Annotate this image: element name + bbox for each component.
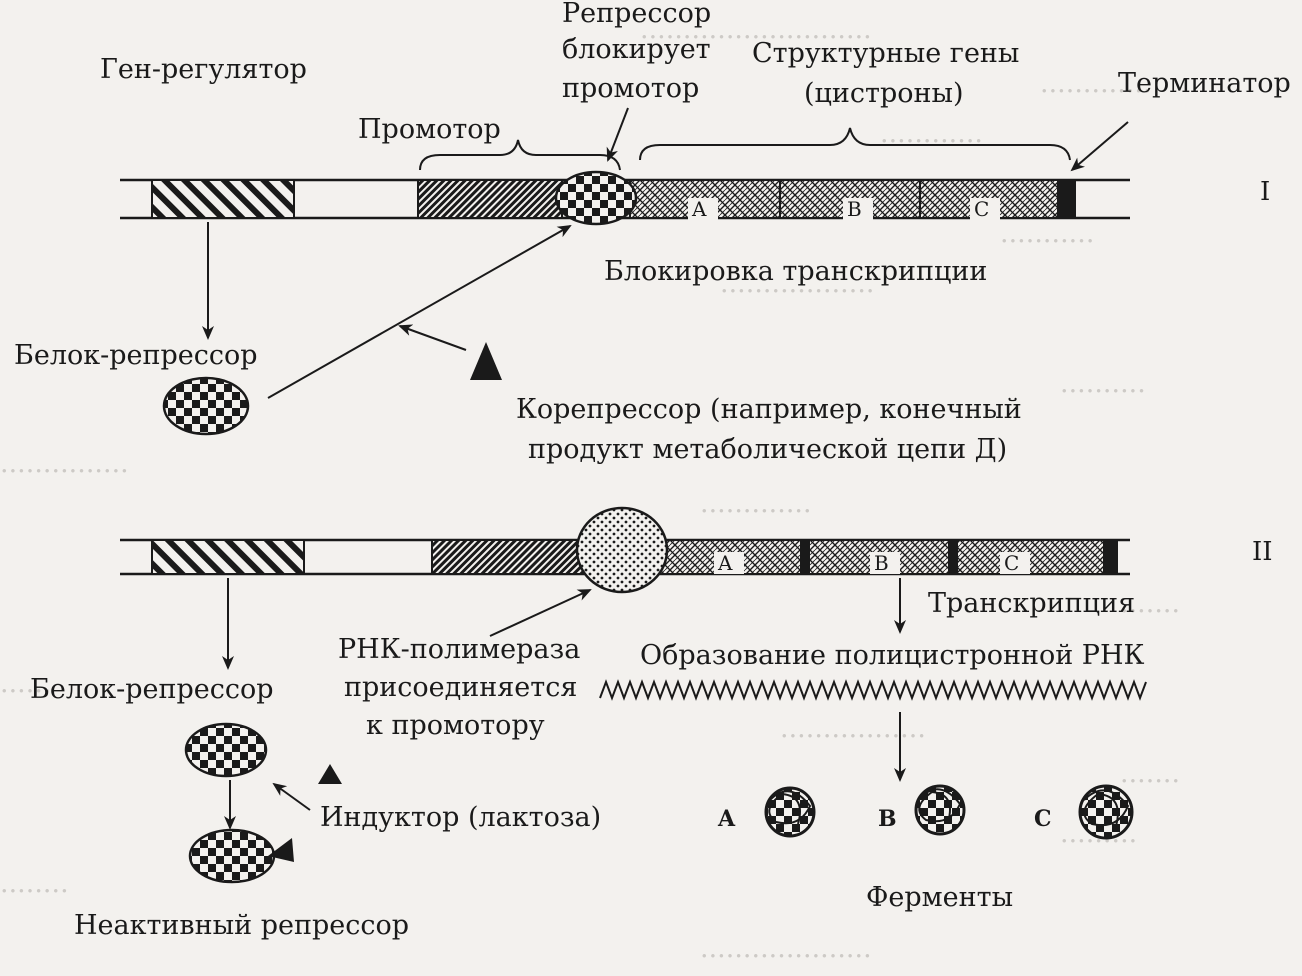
- svg-text:·······: ·······: [1120, 766, 1180, 797]
- repressor-protein-i: [162, 376, 250, 436]
- bound-repressor: [554, 170, 638, 226]
- structural-genes-label-1: Структурные гены: [752, 38, 1019, 69]
- polycistronic-rna-label: Образование полицистронной РНК: [640, 640, 1144, 671]
- repressor-blocks-label-3: промотор: [562, 73, 699, 104]
- dna-strand-ii: A B C: [120, 506, 1130, 594]
- enzyme-c: [1078, 784, 1134, 840]
- inactive-repressor: [188, 828, 276, 884]
- gene-a-label: A: [691, 197, 707, 221]
- arrow-repressor-to-promoter: [606, 107, 629, 162]
- corepressor-label-1: Корепрессор (например, конечный: [516, 394, 1022, 425]
- rna-polymerase-label-3: к промотору: [366, 710, 545, 741]
- rna-polymerase-label-1: РНК-полимераза: [338, 634, 580, 665]
- enzymes-label: Ферменты: [866, 882, 1013, 913]
- inducer-triangle: [318, 764, 342, 784]
- repressor-protein-label-ii: Белок-репрессор: [30, 674, 274, 705]
- enzyme-b-label: B: [878, 806, 897, 832]
- panel-i: A B C I Ген-регулятор Промотор Репрессор…: [14, 0, 1291, 465]
- structural-genes-label-2: (цистроны): [804, 78, 964, 109]
- promoter-segment-ii: [431, 539, 593, 575]
- inactive-repressor-label: Неактивный репрессор: [74, 910, 409, 941]
- svg-text:······: ······: [0, 676, 52, 707]
- svg-text:····················: ····················: [700, 941, 872, 972]
- arrow-complex-to-operator: [267, 225, 572, 399]
- rna-polymerase-label-2: присоединяется: [344, 672, 577, 703]
- polycistronic-rna: [599, 679, 1147, 701]
- gene-c-label-ii: C: [1004, 551, 1019, 575]
- svg-text:·················: ·················: [780, 721, 926, 752]
- regulator-gene-segment: [151, 179, 295, 219]
- structural-genes-brace: [639, 127, 1071, 161]
- arrow-inducer: [272, 782, 311, 811]
- repressor-blocks-label-2: блокирует: [562, 34, 711, 65]
- repressor-blocks-label-1: Репрессор: [562, 0, 711, 29]
- terminator-segment: [1058, 180, 1076, 218]
- gene-c-label: C: [974, 197, 989, 221]
- gene-b-label: B: [847, 197, 862, 221]
- arrow-corepressor: [398, 324, 467, 351]
- terminator-segment-ii: [1104, 540, 1118, 574]
- svg-text:··········: ··········: [1060, 376, 1146, 407]
- panel-ii: A B C II Транскрипция Образование полици…: [30, 506, 1273, 941]
- corepressor-triangle: [470, 342, 502, 380]
- enzyme-b: [914, 784, 966, 836]
- enzyme-a-label: A: [717, 806, 736, 832]
- svg-text:·············: ·············: [700, 496, 812, 527]
- svg-text:·············: ·············: [1040, 76, 1152, 107]
- background-bleed-text: ··························· ············…: [0, 22, 1180, 972]
- promoter-segment: [417, 179, 563, 219]
- enzyme-a: [764, 786, 816, 838]
- bound-inducer-triangle: [268, 838, 294, 862]
- repressor-protein-label-i: Белок-репрессор: [14, 340, 258, 371]
- gene-a-label-ii: A: [717, 551, 733, 575]
- svg-text:·······: ·······: [1120, 596, 1180, 627]
- svg-text:············: ············: [880, 126, 983, 157]
- regulator-gene-segment-ii: [151, 539, 305, 575]
- svg-text:···························: ···························: [640, 22, 872, 53]
- corepressor-label-2: продукт метаболической цепи Д): [528, 434, 1007, 465]
- enzyme-c-label: C: [1034, 806, 1052, 832]
- rna-polymerase: [575, 506, 669, 594]
- svg-text:········: ········: [0, 876, 69, 907]
- arrow-rnapol-label: [489, 589, 592, 637]
- panel-ii-numeral: II: [1252, 537, 1273, 567]
- svg-text:···············: ···············: [0, 456, 129, 487]
- regulator-gene-label: Ген-регулятор: [100, 54, 307, 85]
- arrow-terminator: [1070, 121, 1129, 172]
- inducer-label: Индуктор (лактоза): [320, 802, 601, 833]
- svg-text:···········: ···········: [1000, 226, 1094, 257]
- svg-text:··················: ··················: [720, 276, 875, 307]
- promoter-label: Промотор: [358, 114, 501, 145]
- blocking-transcription-label: Блокировка транскрипции: [604, 256, 987, 287]
- panel-i-numeral: I: [1260, 177, 1270, 207]
- gene-b-label-ii: B: [874, 551, 889, 575]
- dna-strand-i: A B C: [120, 170, 1130, 226]
- terminator-label: Терминатор: [1118, 68, 1291, 99]
- transcription-label: Транскрипция: [928, 588, 1135, 619]
- repressor-protein-ii: [184, 722, 268, 778]
